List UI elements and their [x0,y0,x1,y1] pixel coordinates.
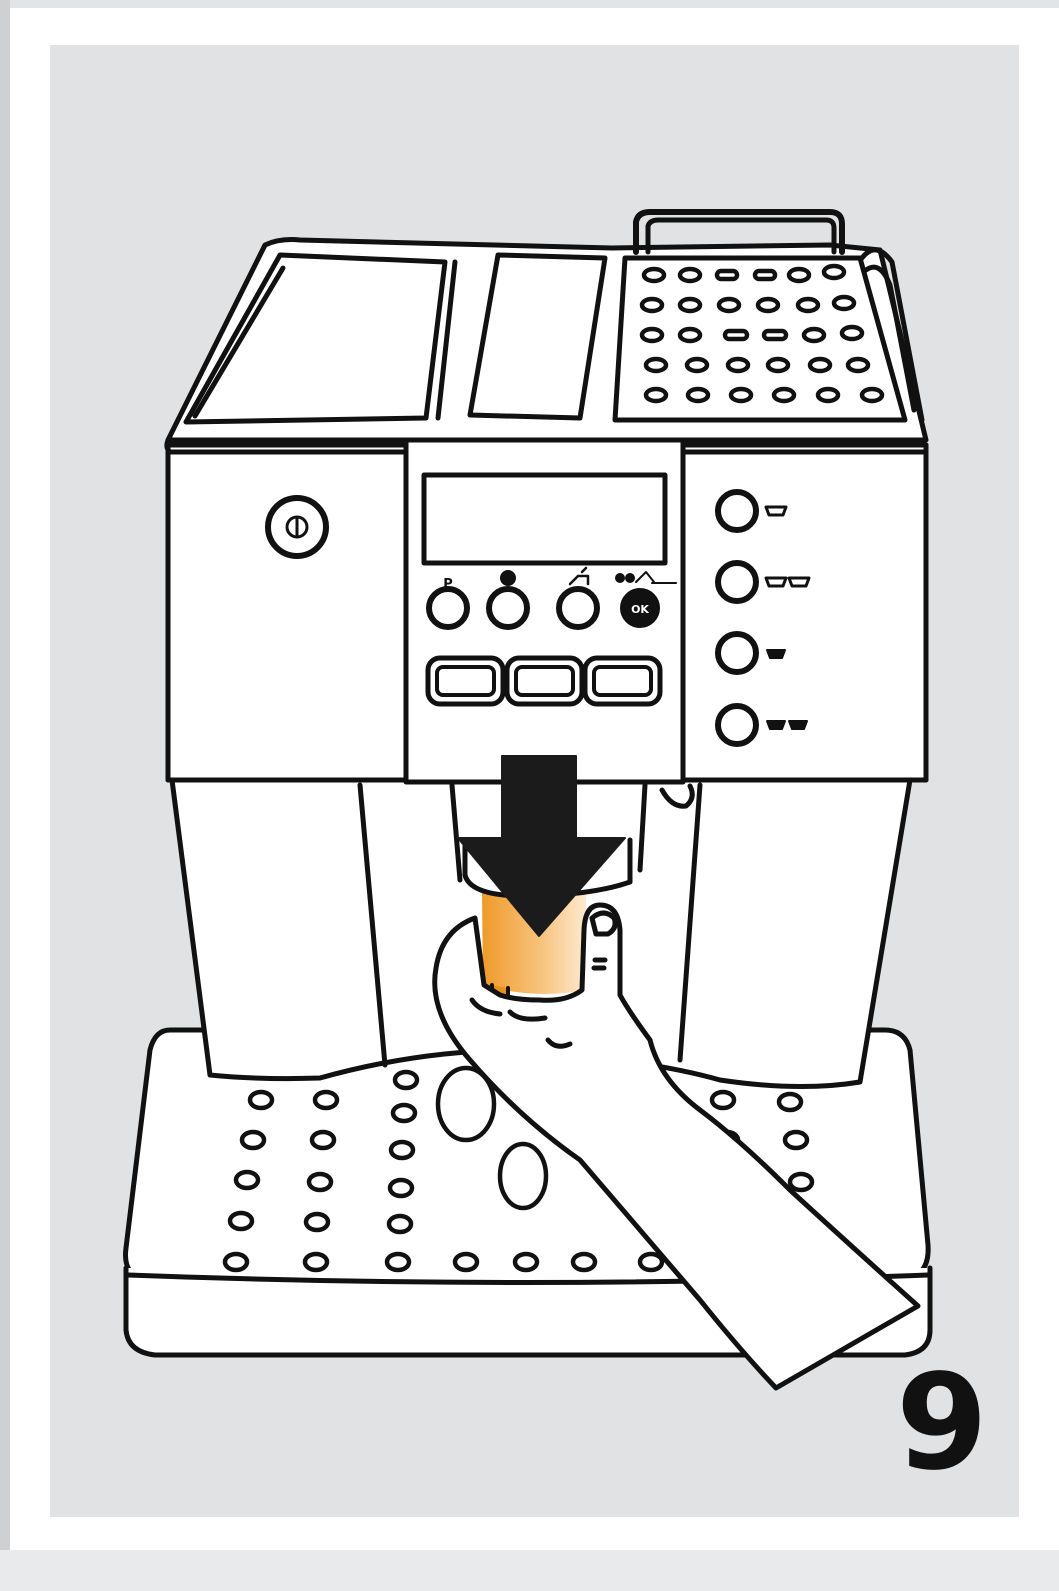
descale-icon [501,571,515,585]
descale-button[interactable] [489,589,527,627]
display-screen [424,475,665,563]
double-espresso-icon [767,721,785,729]
rectangular-button-row [428,658,660,704]
steam-button[interactable] [559,589,597,627]
menu-p-button[interactable] [429,589,467,627]
power-button[interactable] [268,498,326,556]
ok-label: OK [631,603,649,616]
step-number: 9 [896,1358,986,1488]
single-espresso-icon [767,650,785,658]
menu-p-label: P [443,577,453,592]
